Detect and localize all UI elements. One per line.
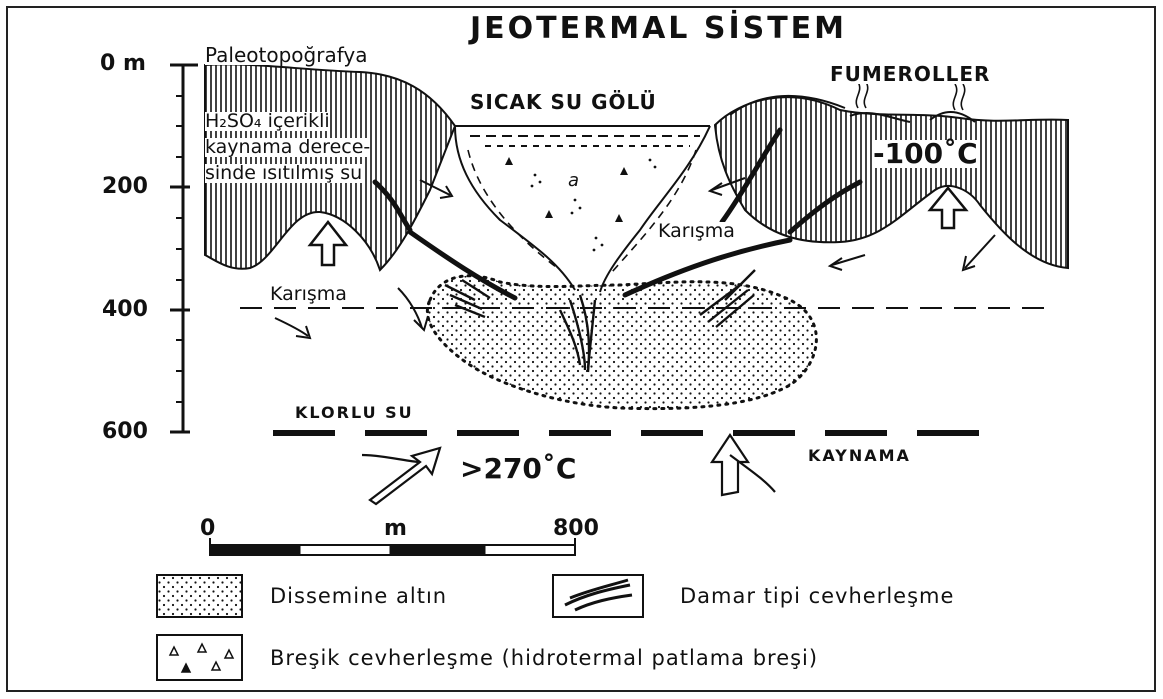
crater-inner-dashed [468, 150, 696, 272]
depth-label-200: 200 [102, 176, 148, 198]
diagram-title: JEOTERMAL SİSTEM [470, 14, 847, 44]
depth-label-400: 400 [102, 299, 148, 321]
label-temp-100: -100˚C [873, 140, 978, 168]
disseminated-dots-crater [531, 159, 657, 252]
hot-lake [455, 126, 710, 146]
scale-start: 0 [200, 518, 215, 540]
label-hot-lake: SICAK SU GÖLÜ [470, 92, 657, 112]
depth-label-0: 0 m [100, 53, 146, 75]
label-h2so4-2: kaynama derece- [205, 138, 370, 157]
legend-label-disseminated: Dissemine altın [270, 586, 447, 607]
label-boiling: KAYNAMA [808, 448, 911, 464]
label-mixing-right: Karışma [658, 222, 735, 241]
label-chloride-water: KLORLU SU [295, 405, 414, 421]
depth-axis [170, 65, 198, 432]
label-temp-270: >270˚C [460, 455, 576, 483]
legend-label-breccia: Breşik cevherleşme (hidrotermal patlama … [270, 648, 818, 669]
label-a: a [568, 172, 579, 190]
steam-wisps [856, 82, 964, 110]
label-h2so4-3: sinde ısıtılmış su [205, 164, 362, 183]
label-h2so4-1: H₂SO₄ içerikli [205, 112, 330, 131]
crater-outline [455, 126, 710, 292]
label-mixing-left: Karışma [270, 285, 347, 304]
label-paleotopography: Paleotopoğrafya [205, 45, 367, 65]
scale-unit: m [384, 518, 407, 540]
legend-label-vein: Damar tipi cevherleşme [680, 586, 954, 607]
breccia-marks [505, 157, 628, 222]
scale-end: 800 [553, 518, 599, 540]
label-fumaroles: FUMEROLLER [830, 64, 990, 84]
legend-box-dots [157, 575, 242, 617]
depth-label-600: 600 [102, 421, 148, 443]
